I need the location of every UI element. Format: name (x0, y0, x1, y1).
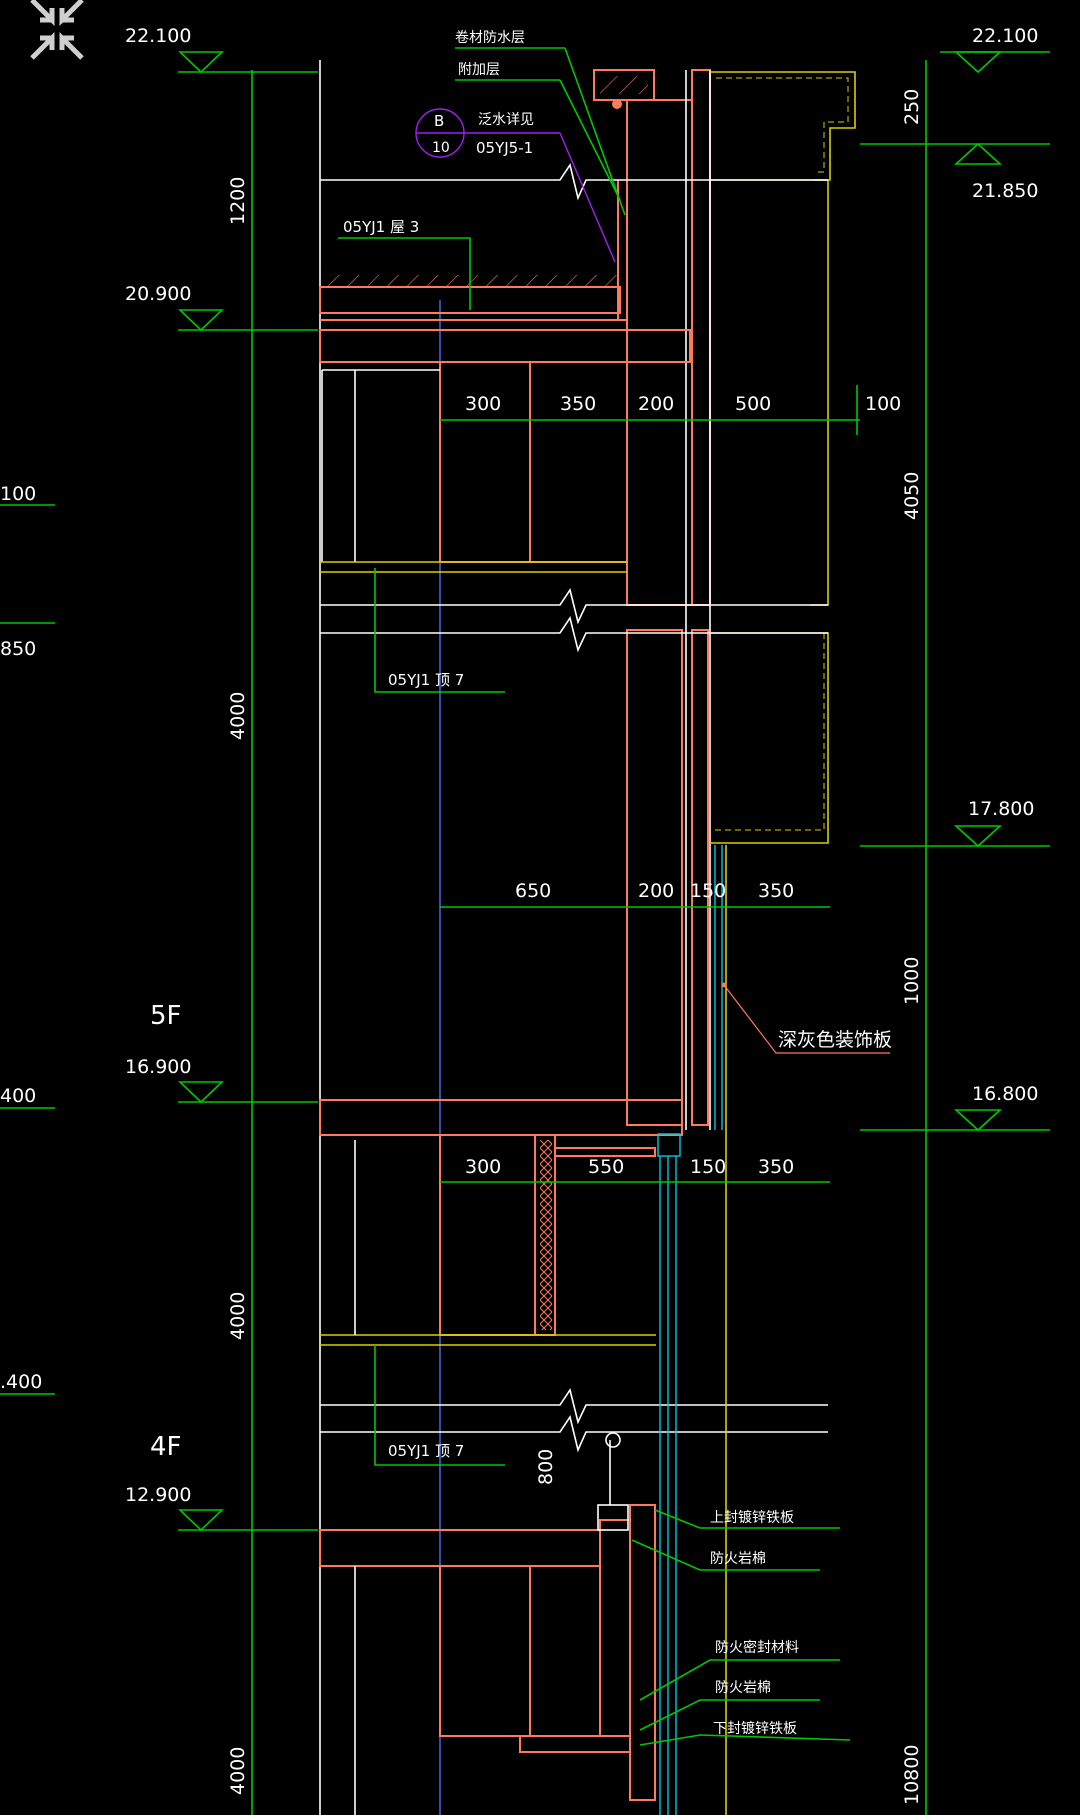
detail-callout: B 10 泛水详见 05YJ5-1 (415, 108, 616, 263)
detail-circle-bottom: 10 (432, 140, 450, 156)
hdim-1-d: 500 (735, 393, 771, 415)
vdim-left-1: 1200 (227, 177, 249, 225)
annotation-fire-seal: 防火密封材料 (715, 1639, 799, 1656)
level-right-1: 22.100 (972, 25, 1038, 47)
level-left-4: 12.900 (125, 1484, 191, 1506)
edge-fragment-4: .400 (0, 1371, 42, 1393)
level-left-1: 22.100 (125, 25, 191, 47)
annotation-lower-plate: 下封镀锌铁板 (713, 1720, 797, 1737)
hdim-1-c: 200 (638, 393, 674, 415)
edge-fragment-2: 850 (0, 638, 36, 660)
hdim-3-b: 550 (588, 1156, 624, 1178)
roof-beam (320, 361, 628, 573)
top-annotations: 卷材防水层 附加层 (455, 30, 626, 216)
ceiling-ref-b: 05YJ1 顶 7 (374, 1345, 505, 1466)
hdim-2-b: 200 (638, 880, 674, 902)
curtain-wall-glazing (659, 845, 727, 1815)
annotation-deco-panel: 深灰色装饰板 (778, 1029, 892, 1051)
break-lines (320, 163, 828, 1453)
floor-4f: 4F (150, 1432, 182, 1462)
level-left-2: 20.900 (125, 283, 191, 305)
vdim-right-4: 10800 (901, 1745, 923, 1805)
roof-build-up (319, 180, 691, 363)
hdim-2-c: 150 (690, 880, 726, 902)
vdim-left-2: 4000 (227, 692, 249, 740)
dim-lines (0, 51, 1050, 1815)
ceiling-ref-b-text: 05YJ1 顶 7 (388, 1442, 464, 1460)
roof-ref-text: 05YJ1 屋 3 (343, 218, 419, 236)
hdim-1-e: 100 (865, 393, 901, 415)
roof-ref: 05YJ1 屋 3 (338, 218, 471, 310)
level-right-3: 17.800 (968, 798, 1034, 820)
level-left-3: 16.900 (125, 1056, 191, 1078)
annotation-additional: 附加层 (458, 62, 500, 78)
hdim-3-d: 350 (758, 1156, 794, 1178)
wall-insulation (626, 179, 829, 1126)
hdim-1-a: 300 (465, 393, 501, 415)
ceiling-ref-a-text: 05YJ1 顶 7 (388, 671, 464, 689)
vdim-left-4: 4000 (227, 1747, 249, 1795)
vdim-left-3: 4000 (227, 1292, 249, 1340)
slab-4f (319, 1432, 656, 1815)
hdim-row-2: 650 200 150 350 (440, 880, 830, 908)
hdim-row-1: 300 350 200 500 100 (440, 385, 901, 435)
deco-panel-callout: 深灰色装饰板 (721, 982, 892, 1054)
edge-fragment-3: 400 (0, 1085, 36, 1107)
vdim-mid: 800 (535, 1449, 557, 1485)
hdim-3-c: 150 (690, 1156, 726, 1178)
vdim-right-2: 4050 (901, 472, 923, 520)
hdim-2-a: 650 (515, 880, 551, 902)
detail-title: 泛水详见 (478, 112, 534, 128)
annotation-rockwool-2: 防火岩棉 (715, 1679, 771, 1696)
annotation-upper-plate: 上封镀锌铁板 (710, 1509, 794, 1526)
collapse-arrows-icon[interactable] (22, 0, 92, 62)
level-markers (178, 51, 1003, 1532)
detail-ref: 05YJ5-1 (476, 139, 533, 157)
parapet (593, 69, 856, 1130)
hdim-1-b: 350 (560, 393, 596, 415)
detail-circle-top: B (434, 112, 444, 130)
ceiling-ref-a: 05YJ1 顶 7 (374, 568, 505, 693)
hdim-3-a: 300 (465, 1156, 501, 1178)
vdim-right-3: 1000 (901, 957, 923, 1005)
level-right-2: 21.850 (972, 180, 1038, 202)
vdim-right-1: 250 (901, 89, 923, 125)
annotation-membrane: 卷材防水层 (455, 30, 525, 46)
slab-5f (319, 1099, 683, 1346)
firestop-annotations: 上封镀锌铁板 防火岩棉 防火密封材料 防火岩棉 下封镀锌铁板 (631, 1509, 851, 1746)
edge-fragment-1: 100 (0, 483, 36, 505)
floor-5f: 5F (150, 1001, 182, 1031)
hdim-2-d: 350 (758, 880, 794, 902)
hdim-row-3: 300 550 150 350 (440, 1156, 830, 1183)
level-right-4: 16.800 (972, 1083, 1038, 1105)
annotation-rockwool-1: 防火岩棉 (710, 1550, 766, 1567)
